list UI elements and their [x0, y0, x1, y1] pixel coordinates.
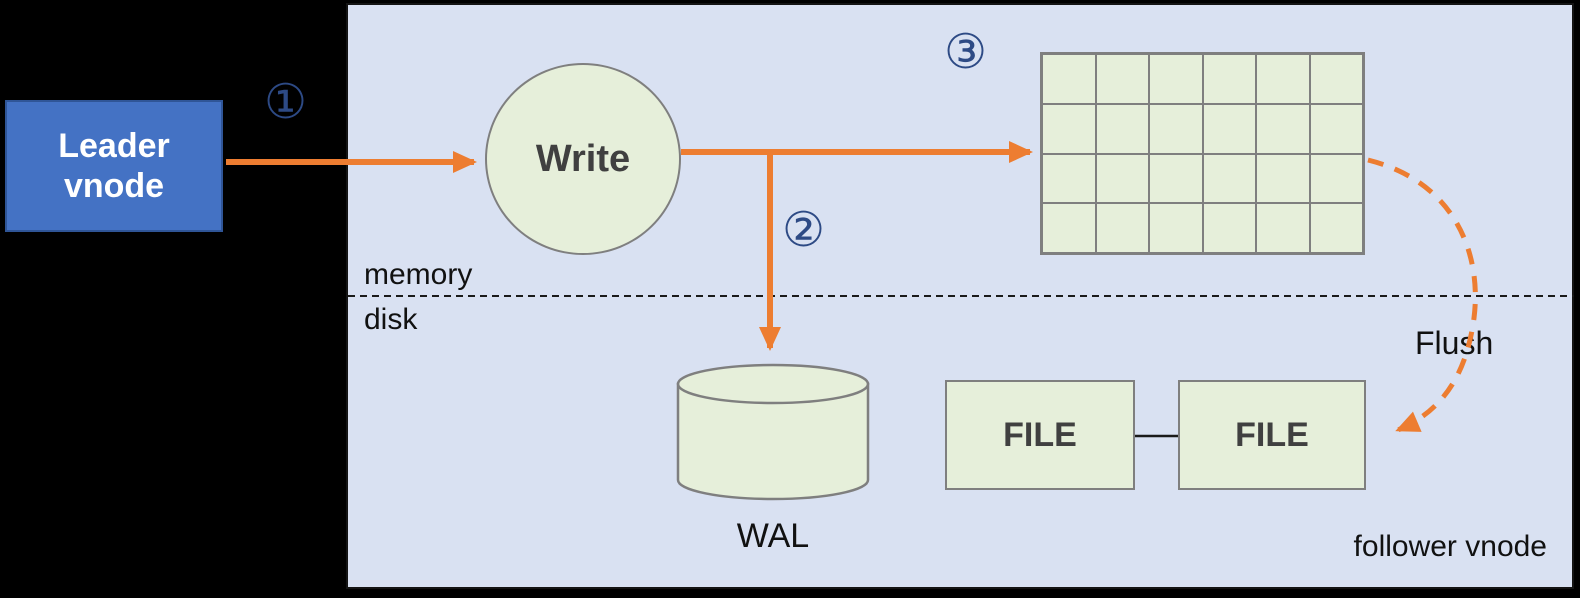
- disk-label: disk: [364, 303, 418, 336]
- write-node-label: Write: [535, 137, 631, 180]
- memtable-cell: [1149, 153, 1203, 204]
- step-3-badge: ③: [944, 24, 988, 80]
- memtable-cell: [1309, 153, 1363, 204]
- flush-label: Flush: [1415, 325, 1494, 361]
- leader-vnode-label-line1: Leader: [58, 127, 170, 165]
- memtable-cell: [1202, 203, 1256, 253]
- memtable-cell: [1256, 103, 1310, 154]
- memtable-cell: [1149, 103, 1203, 154]
- memtable-cell: [1042, 103, 1096, 154]
- memtable-cell: [1309, 54, 1363, 104]
- memtable-cell: [1256, 203, 1310, 253]
- step-1-badge: ①: [264, 74, 308, 130]
- memtable-cell: [1202, 103, 1256, 154]
- wal-cylinder: [676, 363, 870, 501]
- memtable-cell: [1042, 153, 1096, 204]
- write-node: Write: [485, 63, 681, 255]
- memtable-cell: [1256, 153, 1310, 204]
- file-node-2-label: FILE: [1235, 415, 1309, 454]
- memory-label: memory: [364, 258, 473, 291]
- memtable-grid: [1040, 52, 1365, 255]
- memtable-cell: [1095, 54, 1149, 104]
- step-2-badge: ②: [782, 202, 826, 258]
- follower-vnode-label: follower vnode: [1353, 530, 1547, 563]
- memtable-cell: [1095, 153, 1149, 204]
- memtable-cell: [1149, 54, 1203, 104]
- memtable-cell: [1202, 54, 1256, 104]
- file-node-1-label: FILE: [1003, 415, 1077, 454]
- file-node-1: FILE: [945, 380, 1135, 490]
- memtable-cell: [1149, 203, 1203, 253]
- memtable-cell: [1095, 103, 1149, 154]
- memtable-cell: [1309, 103, 1363, 154]
- wal-label: WAL: [736, 517, 810, 555]
- memtable-cell: [1309, 203, 1363, 253]
- memtable-cell: [1095, 203, 1149, 253]
- memtable-cell: [1042, 54, 1096, 104]
- file-node-2: FILE: [1178, 380, 1366, 490]
- memtable-cell: [1256, 54, 1310, 104]
- leader-vnode-node: Leader vnode: [5, 100, 223, 232]
- memtable-cell: [1202, 153, 1256, 204]
- leader-vnode-label-line2: vnode: [63, 167, 165, 205]
- memtable-cell: [1042, 203, 1096, 253]
